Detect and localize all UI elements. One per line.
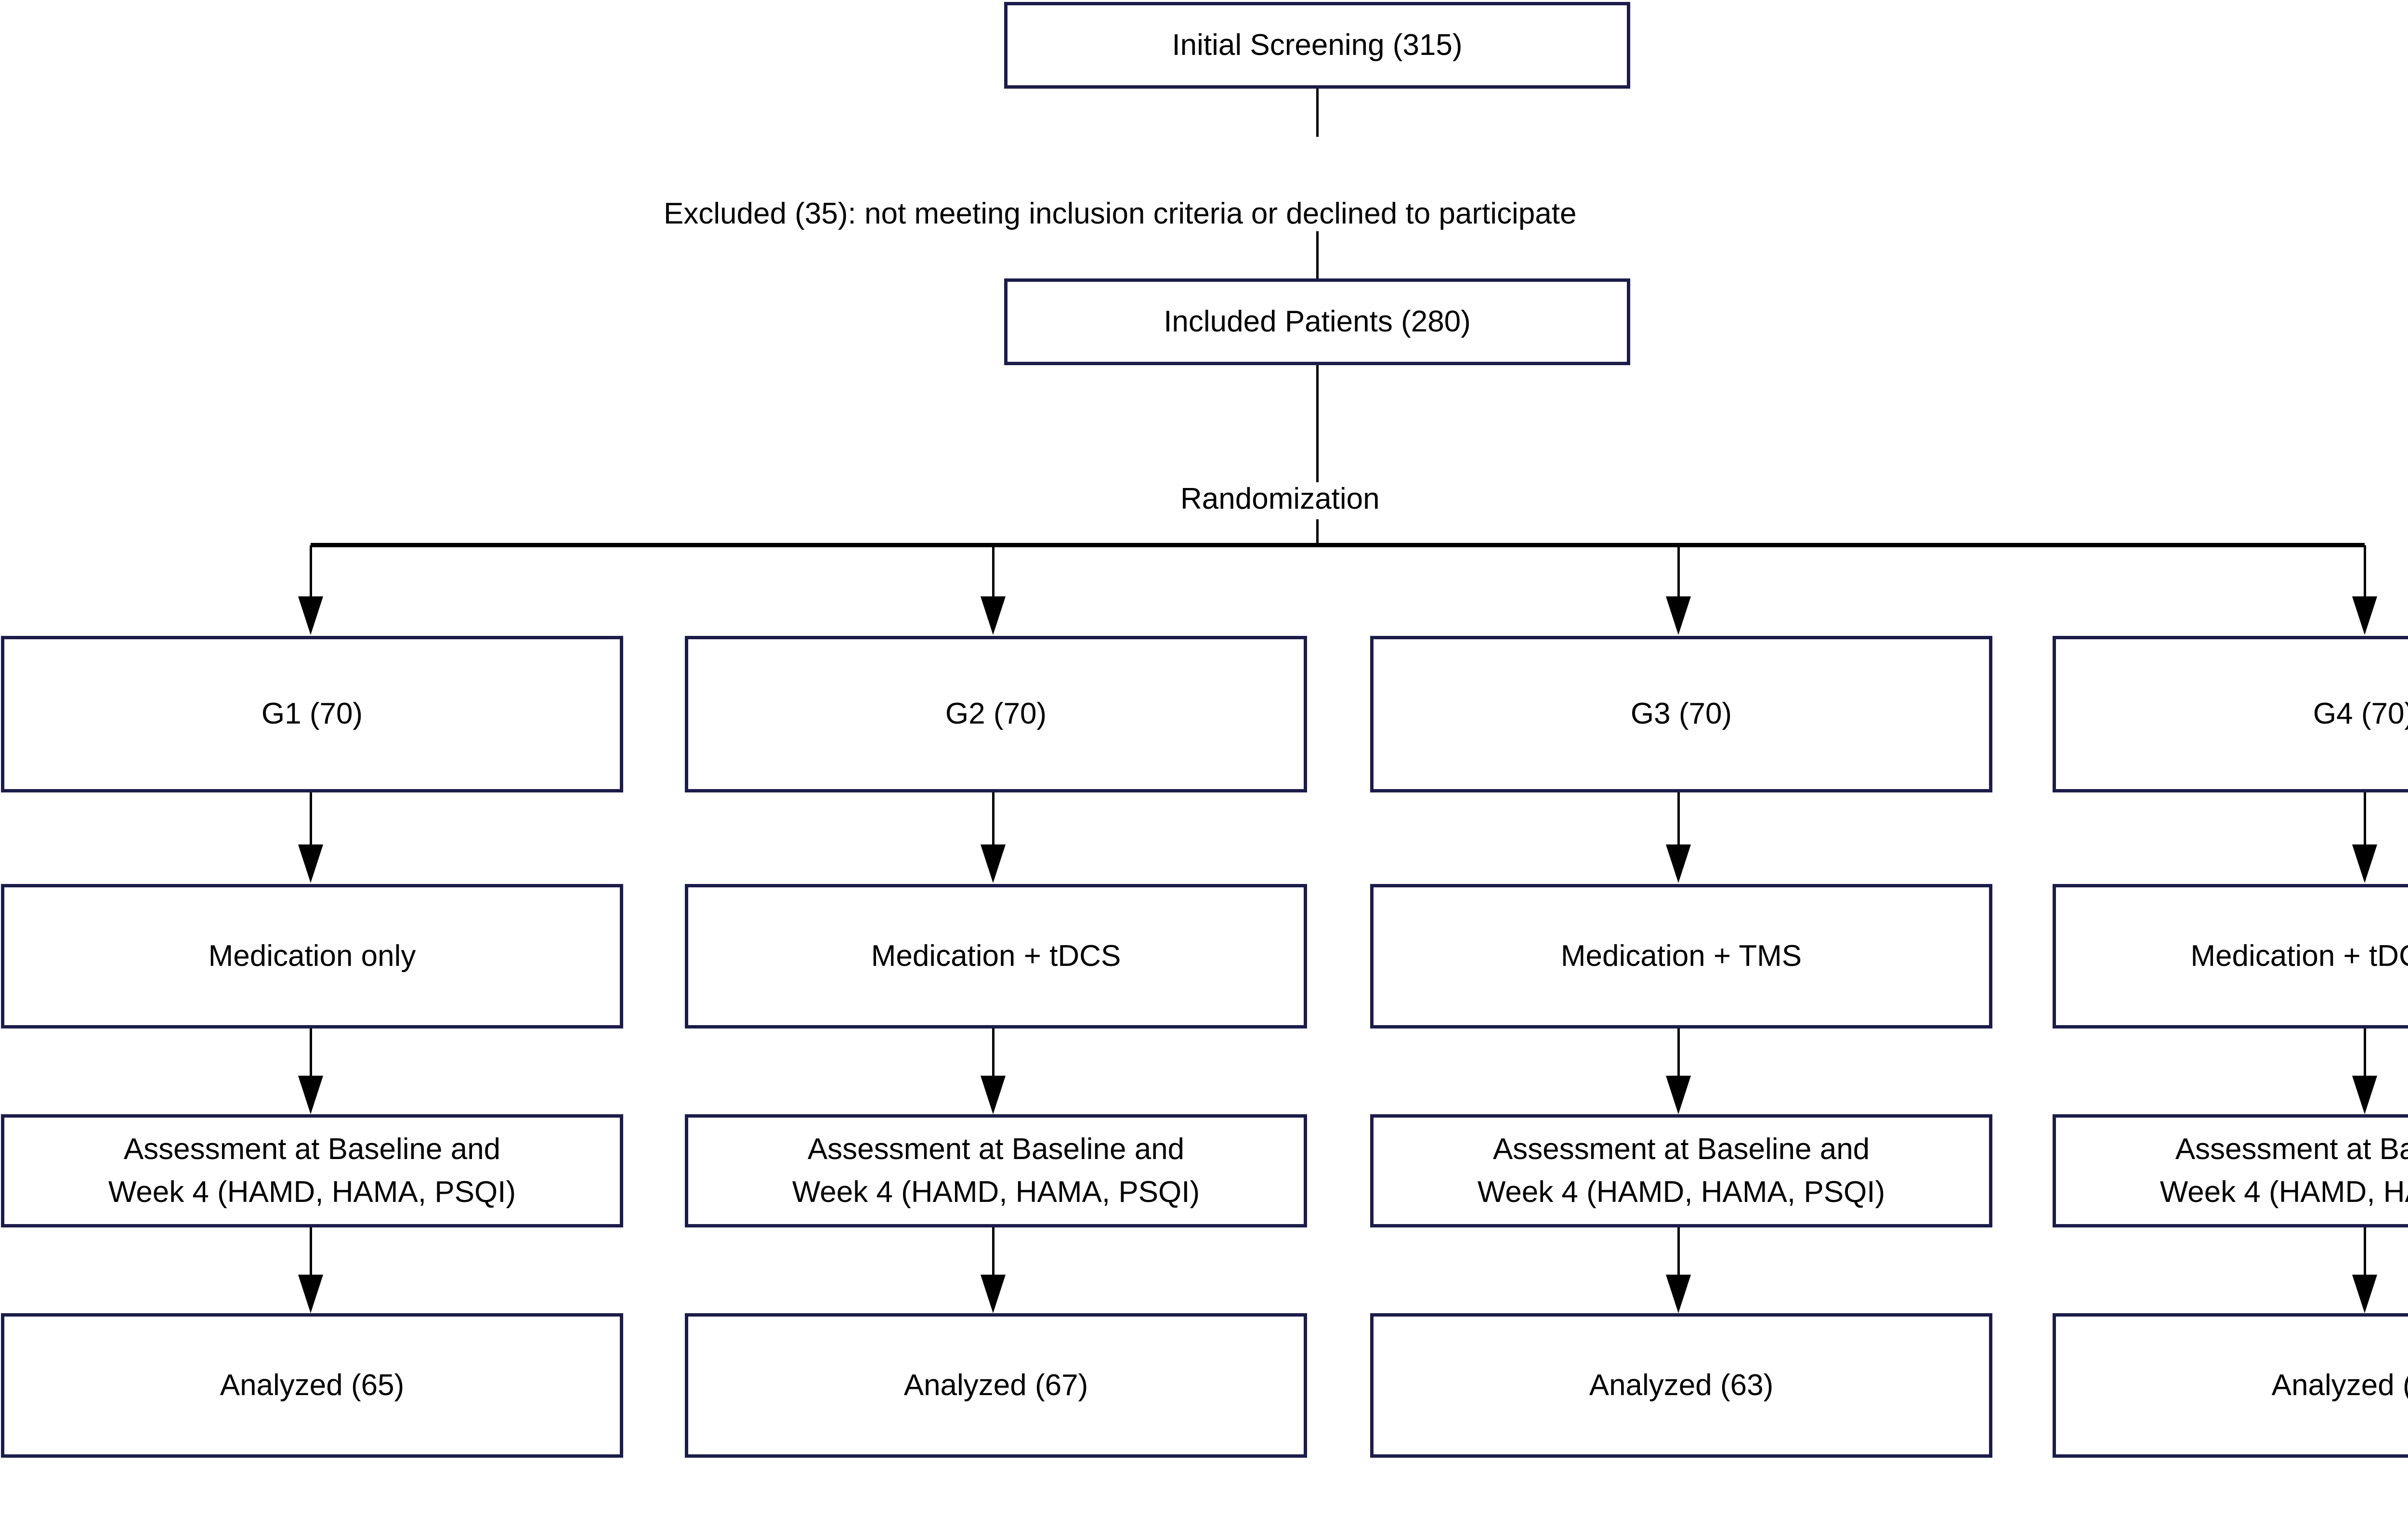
connector-assessment-to-analyzed-g2 (992, 1227, 995, 1276)
branch-drop-g1 (310, 545, 312, 597)
arrow-branch-to-g3 (1666, 596, 1691, 635)
analyzed-label-g3: Analyzed (63) (1589, 1368, 1774, 1402)
node-assessment-g4: Assessment at Baseline and Week 4 (HAMD,… (2053, 1114, 2408, 1227)
node-treatment-g1: Medication only (1, 884, 623, 1028)
treatment-label-g3: Medication + TMS (1560, 939, 1802, 973)
arrow-g4-to-treatment (2352, 844, 2377, 883)
node-assessment-g3: Assessment at Baseline and Week 4 (HAMD,… (1370, 1114, 1992, 1227)
excluded-note: Excluded (35): not meeting inclusion cri… (664, 197, 1577, 230)
node-initial-screening: Initial Screening (315) (1004, 2, 1630, 89)
connector-screening-to-included-lower (1316, 231, 1319, 278)
node-analyzed-g3: Analyzed (63) (1370, 1313, 1992, 1458)
arrow-assessment-to-analyzed-g2 (981, 1275, 1006, 1313)
node-treatment-g2: Medication + tDCS (685, 884, 1307, 1028)
arrow-g2-to-treatment (981, 844, 1006, 883)
connector-treatment-to-assessment-g2 (992, 1028, 995, 1077)
arrow-assessment-to-analyzed-g4 (2352, 1275, 2377, 1313)
node-assessment-g1: Assessment at Baseline and Week 4 (HAMD,… (1, 1114, 623, 1227)
node-analyzed-g4: Analyzed (65) (2053, 1313, 2408, 1458)
arrow-branch-to-g1 (298, 596, 323, 635)
assessment-label-g2: Assessment at Baseline and Week 4 (HAMD,… (792, 1133, 1200, 1209)
node-analyzed-g1: Analyzed (65) (1, 1313, 623, 1458)
treatment-label-g1: Medication only (208, 939, 416, 973)
randomization-label: Randomization (1180, 482, 1380, 515)
connector-treatment-to-assessment-g4 (2364, 1028, 2366, 1077)
included-patients-label: Included Patients (280) (1164, 304, 1471, 338)
arrow-assessment-to-analyzed-g1 (298, 1275, 323, 1313)
node-treatment-g4: Medication + tDCS + TMS (2053, 884, 2408, 1028)
connector-screening-to-included-upper (1316, 89, 1319, 137)
connector-g3-to-treatment (1677, 792, 1680, 845)
node-group-g2: G2 (70) (685, 636, 1307, 792)
arrow-assessment-to-analyzed-g3 (1666, 1275, 1691, 1313)
branch-drop-g3 (1677, 545, 1680, 597)
connector-g2-to-treatment (992, 792, 995, 845)
node-included-patients: Included Patients (280) (1004, 278, 1630, 365)
arrow-g1-to-treatment (298, 844, 323, 883)
connector-randomization-to-bus (1316, 519, 1319, 545)
node-analyzed-g2: Analyzed (67) (685, 1313, 1307, 1458)
connector-assessment-to-analyzed-g1 (310, 1227, 312, 1276)
arrow-treatment-to-assessment-g3 (1666, 1076, 1691, 1114)
branch-bus-horizontal (311, 543, 2365, 547)
connector-assessment-to-analyzed-g3 (1677, 1227, 1680, 1276)
connector-treatment-to-assessment-g1 (310, 1028, 312, 1077)
connector-g4-to-treatment (2364, 792, 2366, 845)
analyzed-label-g4: Analyzed (65) (2271, 1368, 2408, 1402)
node-group-g3: G3 (70) (1370, 636, 1992, 792)
connector-treatment-to-assessment-g3 (1677, 1028, 1680, 1077)
assessment-label-g4: Assessment at Baseline and Week 4 (HAMD,… (2159, 1133, 2408, 1209)
branch-drop-g4 (2364, 545, 2366, 597)
connector-assessment-to-analyzed-g4 (2364, 1227, 2366, 1276)
arrow-treatment-to-assessment-g2 (981, 1076, 1006, 1114)
branch-drop-g2 (992, 545, 995, 597)
initial-screening-label: Initial Screening (315) (1172, 28, 1463, 62)
arrow-treatment-to-assessment-g1 (298, 1076, 323, 1114)
treatment-label-g2: Medication + tDCS (871, 939, 1121, 973)
arrow-branch-to-g4 (2352, 596, 2377, 635)
arrow-g3-to-treatment (1666, 844, 1691, 883)
node-treatment-g3: Medication + TMS (1370, 884, 1992, 1028)
group-label-g2: G2 (70) (945, 697, 1047, 731)
connector-g1-to-treatment (310, 792, 312, 845)
analyzed-label-g1: Analyzed (65) (220, 1368, 405, 1402)
connector-included-to-randomization (1316, 365, 1319, 482)
analyzed-label-g2: Analyzed (67) (903, 1368, 1088, 1402)
node-group-g1: G1 (70) (1, 636, 623, 792)
arrow-branch-to-g2 (981, 596, 1006, 635)
arrow-treatment-to-assessment-g4 (2352, 1076, 2377, 1114)
group-label-g1: G1 (70) (261, 697, 363, 731)
assessment-label-g3: Assessment at Baseline and Week 4 (HAMD,… (1477, 1133, 1885, 1209)
group-label-g4: G4 (70) (2313, 697, 2408, 731)
treatment-label-g4: Medication + tDCS + TMS (2190, 939, 2408, 973)
node-assessment-g2: Assessment at Baseline and Week 4 (HAMD,… (685, 1114, 1307, 1227)
assessment-label-g1: Assessment at Baseline and Week 4 (HAMD,… (108, 1133, 516, 1209)
node-group-g4: G4 (70) (2053, 636, 2408, 792)
group-label-g3: G3 (70) (1630, 697, 1732, 731)
